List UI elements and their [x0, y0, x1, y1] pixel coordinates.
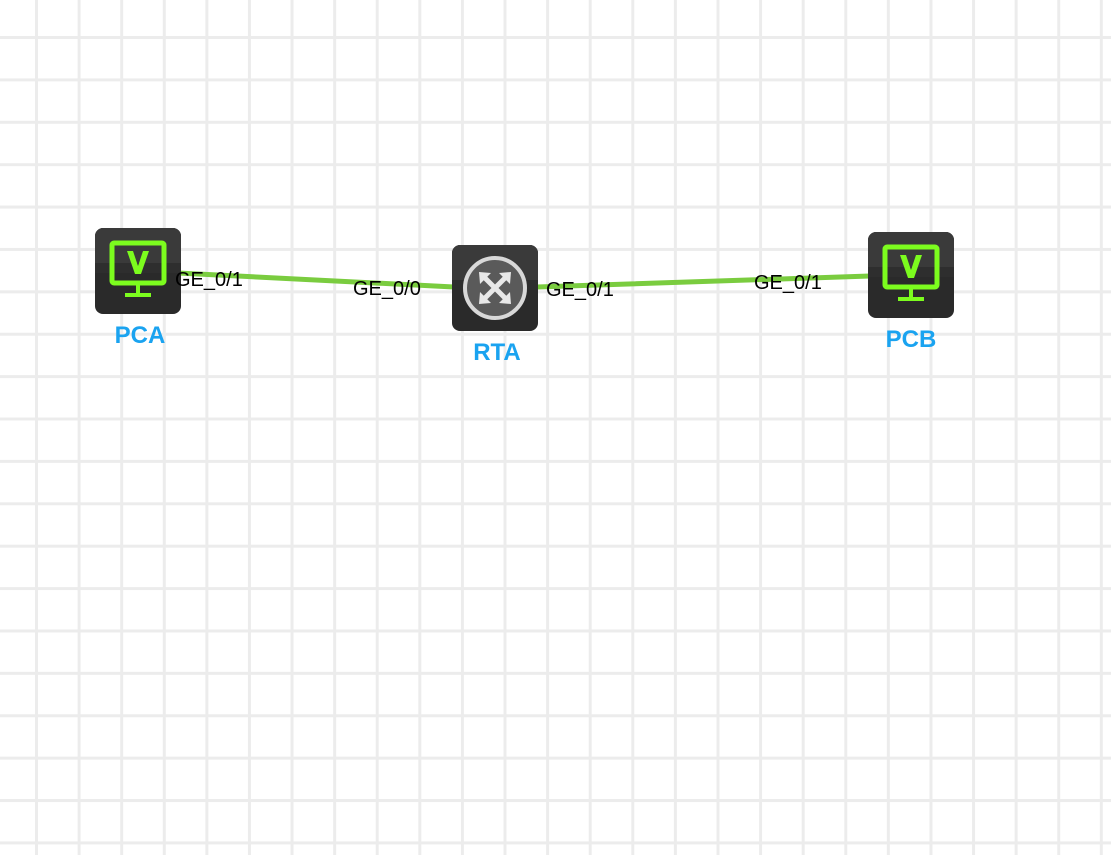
port-label-rta-ge01: GE_0/1	[546, 279, 614, 301]
router-icon	[452, 245, 538, 331]
device-label-pcb: PCB	[885, 326, 937, 353]
device-pca[interactable]	[95, 228, 181, 314]
device-pcb[interactable]	[868, 232, 954, 318]
port-label-rta-ge00: GE_0/0	[353, 278, 421, 300]
port-label-pcb-ge01: GE_0/1	[754, 272, 822, 294]
link-pca-rta[interactable]	[175, 270, 457, 290]
pc-monitor-icon	[868, 232, 954, 318]
device-rta[interactable]	[452, 245, 538, 331]
pc-monitor-icon	[95, 228, 181, 314]
link-rta-pcb[interactable]	[534, 273, 873, 290]
device-label-rta: RTA	[473, 339, 521, 366]
device-label-pca: PCA	[114, 322, 166, 349]
port-label-pca-ge01: GE_0/1	[175, 269, 243, 291]
